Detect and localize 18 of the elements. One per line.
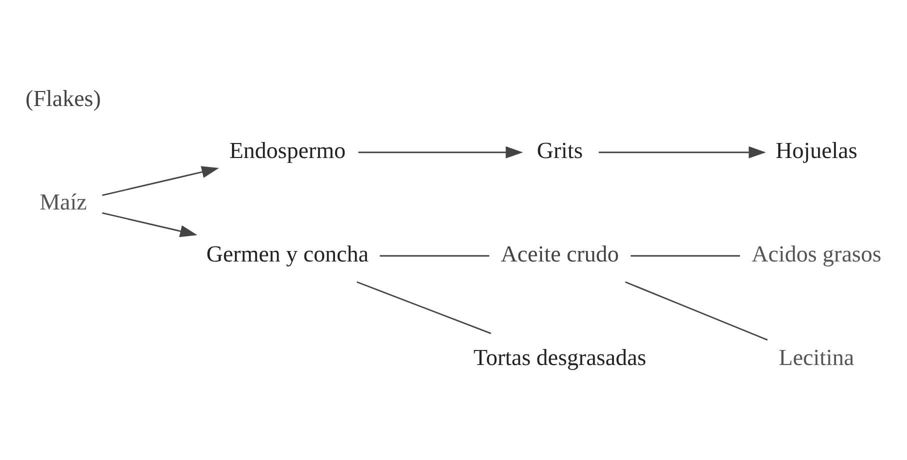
node-text: Aceite crudo <box>500 241 619 266</box>
label: (Flakes) <box>26 86 101 112</box>
node-text: Grits <box>536 138 583 163</box>
node-text: Lecitina <box>778 344 854 370</box>
node-text: Germen y concha <box>206 241 369 266</box>
arrow <box>598 146 766 158</box>
connector <box>630 255 740 257</box>
arrow <box>102 166 220 196</box>
connector <box>356 281 492 334</box>
connector <box>380 255 490 257</box>
arrow <box>102 212 198 238</box>
arrow <box>358 146 523 158</box>
connector <box>625 281 768 341</box>
node-text: Acidos grasos <box>752 241 882 266</box>
node-text: Tortas desgrasadas <box>474 344 646 370</box>
node-text: Endospermo <box>229 138 346 163</box>
node-text: Hojuelas <box>776 138 858 163</box>
node-text: Maíz <box>40 190 87 215</box>
